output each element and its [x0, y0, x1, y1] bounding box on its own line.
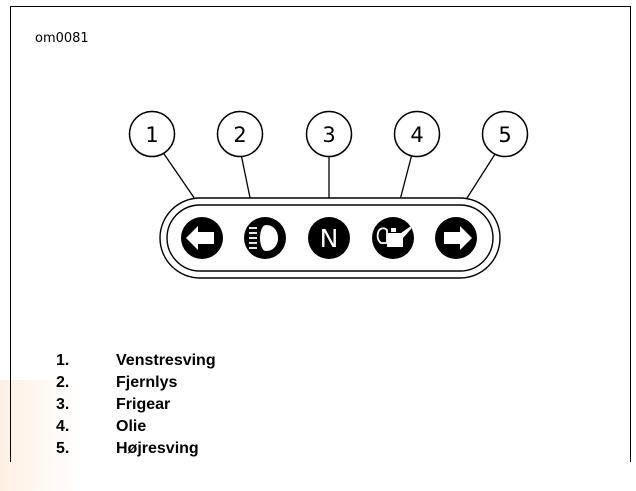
- callout-3: 3: [305, 110, 353, 158]
- legend-number: 5.: [56, 440, 70, 457]
- legend-label: Fjernlys: [116, 374, 178, 391]
- legend-label: Højresving: [116, 440, 199, 457]
- high-beam-icon: [244, 217, 286, 259]
- callout-5: 5: [481, 110, 529, 158]
- indicator-panel-inner: [166, 204, 494, 272]
- left-turn-arrow-icon: [181, 217, 223, 259]
- legend-item-5: 5. Højresving: [56, 438, 216, 460]
- legend-number: 1.: [56, 352, 70, 369]
- neutral-letter: N: [320, 224, 339, 253]
- callout-4: 4: [393, 110, 441, 158]
- legend-number: 4.: [56, 418, 70, 435]
- legend-number: 3.: [56, 396, 70, 413]
- callout-4-number: 4: [410, 123, 423, 147]
- callout-1: 1: [128, 110, 176, 158]
- legend-list: 1. Venstresving 2. Fjernlys 3. Frigear 4. Ol…: [56, 350, 216, 460]
- callout-5-number: 5: [498, 123, 511, 147]
- legend-item-3: 3. Frigear: [56, 394, 216, 416]
- left-edge-tint: [0, 380, 80, 491]
- callout-2-number: 2: [233, 123, 246, 147]
- legend-number: 2.: [56, 374, 70, 391]
- neutral-n-icon: N: [308, 217, 350, 259]
- legend-item-1: 1. Venstresving: [56, 350, 216, 372]
- legend-label: Venstresving: [116, 352, 216, 369]
- oil-can-icon: [372, 217, 414, 259]
- legend-label: Frigear: [116, 396, 171, 413]
- right-turn-arrow-icon: [435, 217, 477, 259]
- legend-label: Olie: [116, 418, 147, 435]
- figure-frame: [10, 6, 631, 462]
- callout-3-number: 3: [322, 123, 335, 147]
- callout-1-number: 1: [145, 123, 158, 147]
- legend-item-4: 4. Olie: [56, 416, 216, 438]
- legend-item-2: 2. Fjernlys: [56, 372, 216, 394]
- callout-2: 2: [216, 110, 264, 158]
- figure-reference-code: om0081: [35, 31, 89, 46]
